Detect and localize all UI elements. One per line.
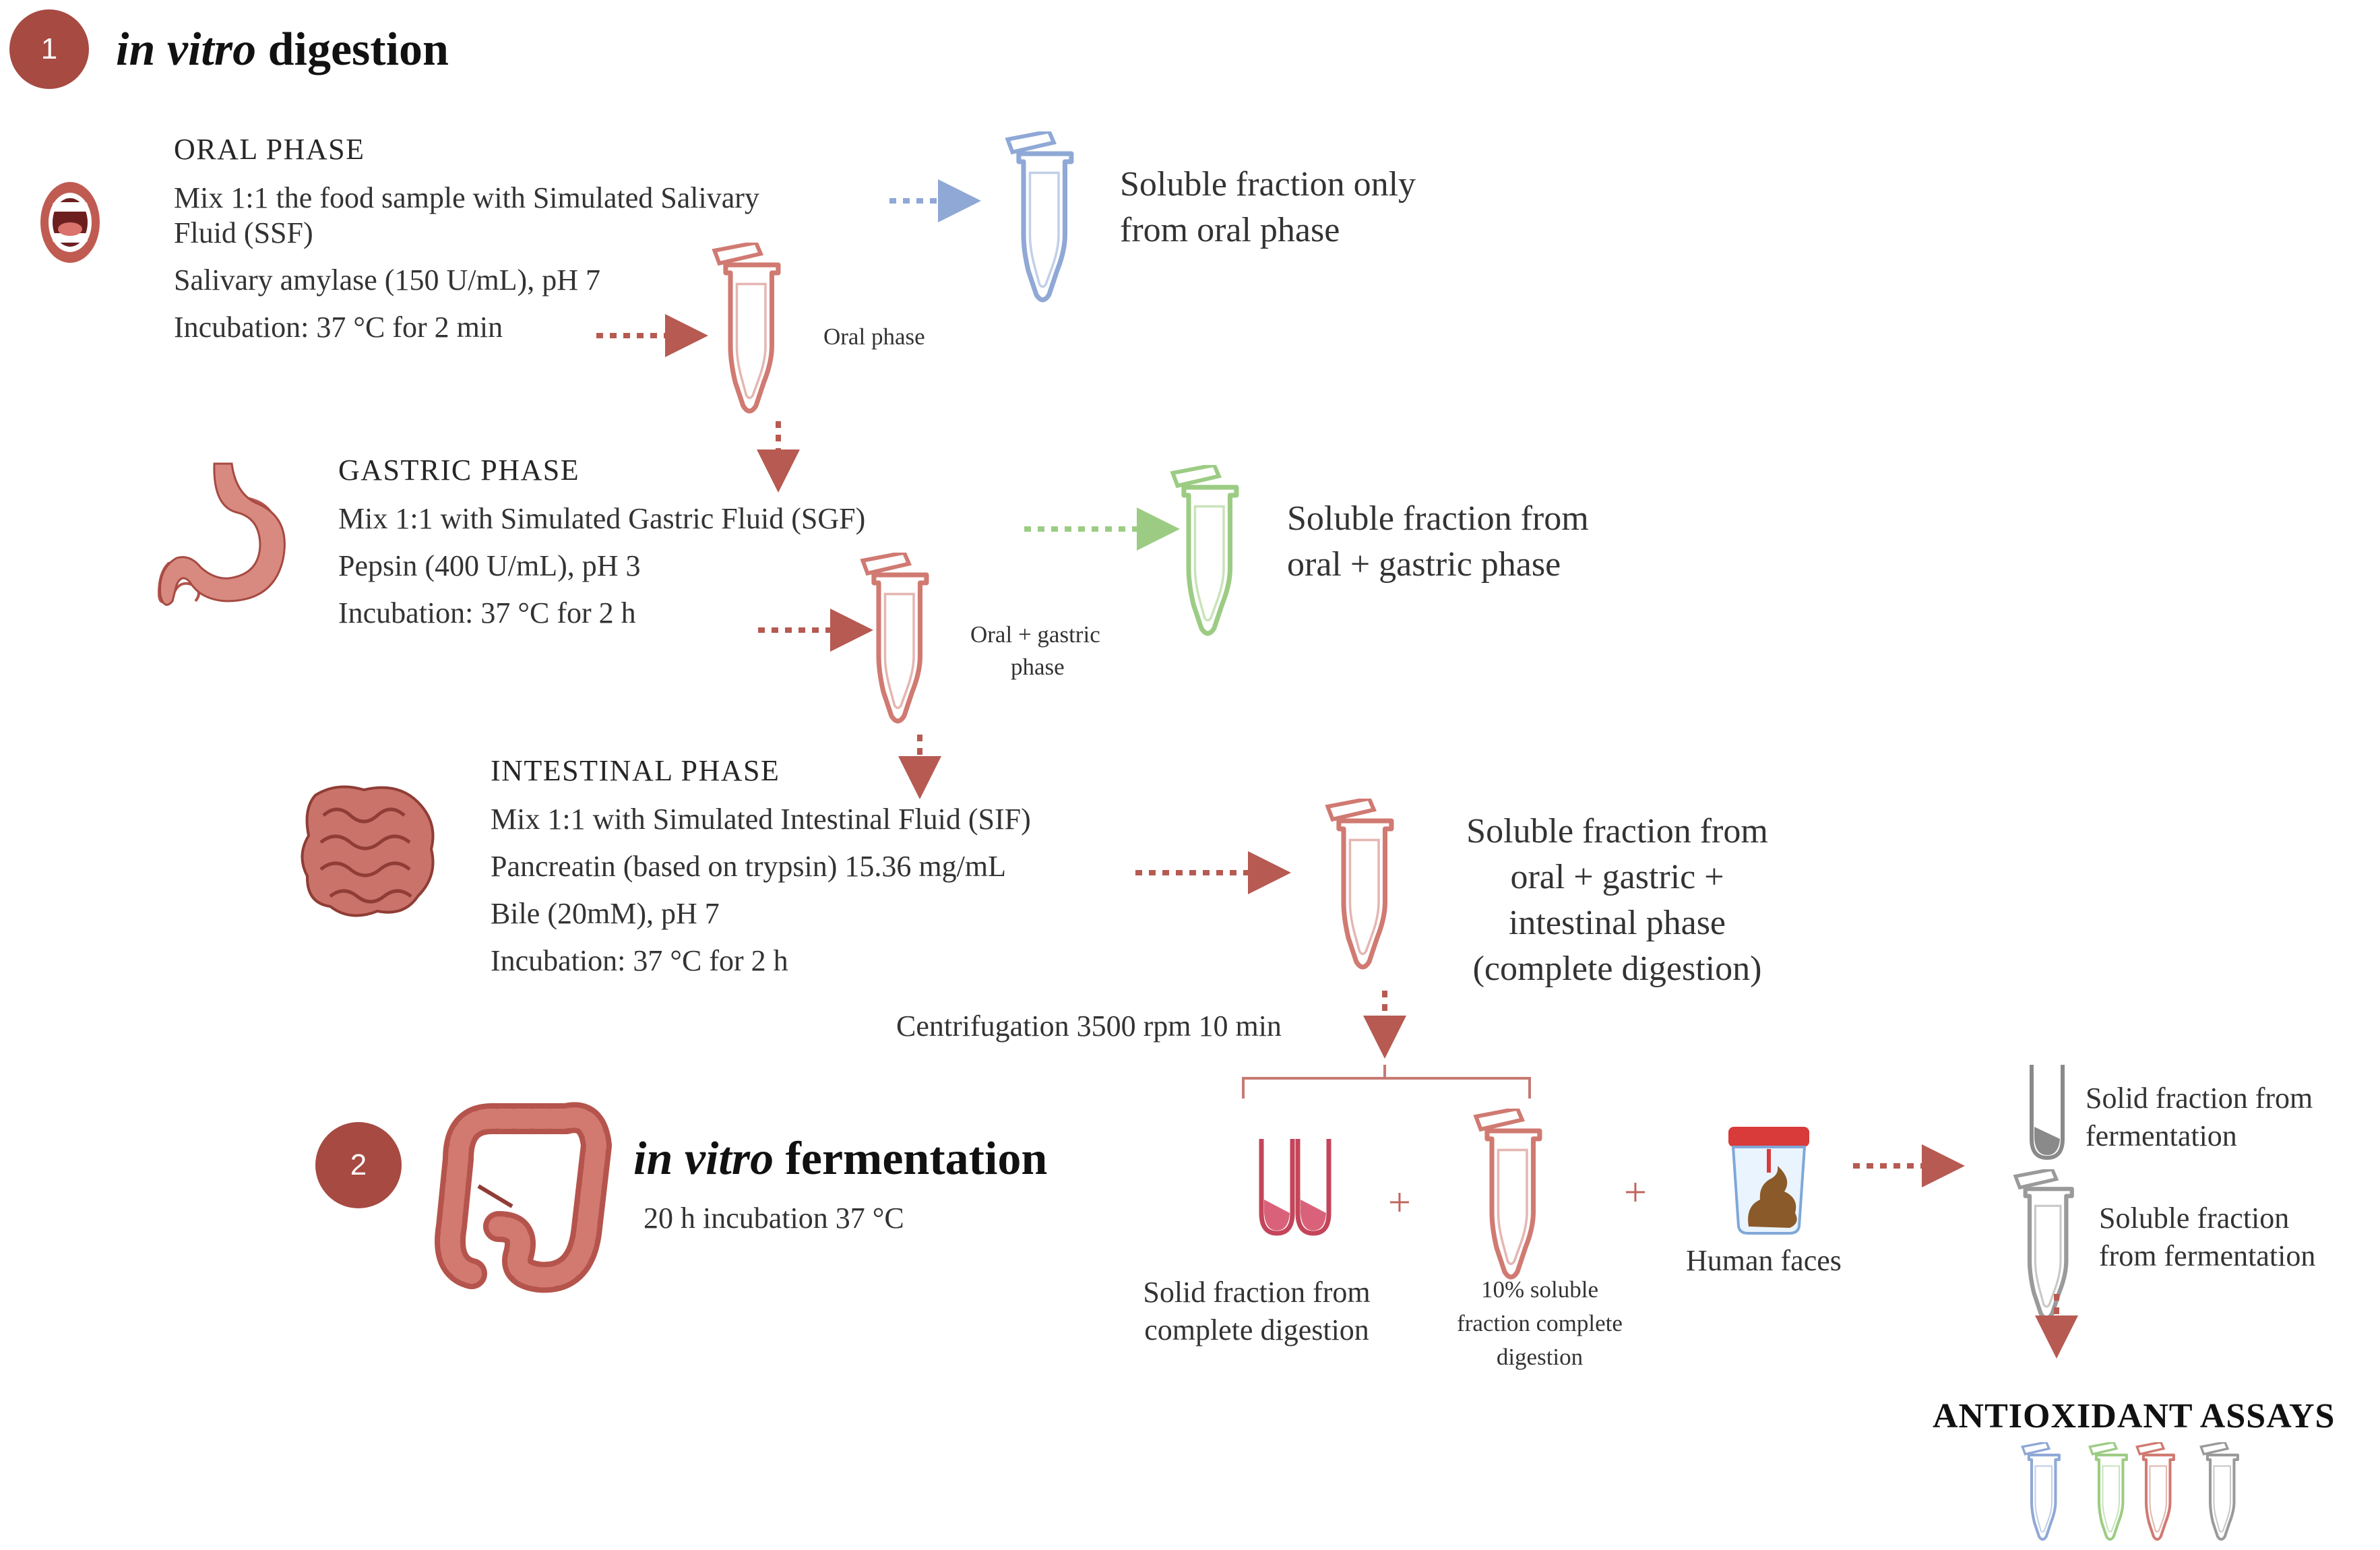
oral-heading: ORAL PHASE: [174, 133, 365, 166]
intestinal-soluble-line-3: intestinal phase: [1508, 904, 1726, 942]
soluble-fermentation-line-1: Soluble fraction: [2099, 1202, 2290, 1235]
stomach-icon: [157, 462, 286, 606]
plus-sign-1: +: [1388, 1180, 1411, 1224]
faeces-jar-icon: [1728, 1127, 1809, 1235]
solid-fermentation-line-1: Solid fraction from: [2086, 1082, 2313, 1115]
step-1-number: 1: [40, 32, 58, 65]
gastric-heading: GASTRIC PHASE: [338, 454, 580, 487]
intestinal-line-3: Bile (20mM), pH 7: [491, 897, 720, 930]
gastric-tube-label-2: phase: [1011, 654, 1065, 680]
tube-icon-assay-red: [2137, 1442, 2174, 1539]
gastric-line-1: Mix 1:1 with Simulated Gastric Fluid (SG…: [338, 502, 866, 535]
step-1-title: in vitro digestion: [116, 23, 449, 77]
solid-fraction-label-1: Solid fraction from: [1143, 1276, 1371, 1309]
step-1-title-rest: digestion: [256, 24, 449, 75]
bracket: [1242, 1065, 1531, 1098]
intestinal-soluble-line-1: Soluble fraction from: [1466, 812, 1768, 850]
oral-line-3: Salivary amylase (150 U/mL), pH 7: [174, 264, 600, 297]
gastric-line-3: Incubation: 37 °C for 2 h: [338, 596, 636, 629]
soluble10-label-1: 10% soluble: [1480, 1276, 1598, 1303]
step-2-number: 2: [350, 1148, 367, 1181]
tube-icon-assay-grey: [2201, 1442, 2238, 1539]
step-2-badge: 2: [315, 1122, 402, 1208]
oral-tube-label: Oral phase: [823, 323, 925, 350]
tube-icon-assay-green: [2090, 1442, 2127, 1539]
solid-fermentation-line-2: fermentation: [2086, 1119, 2237, 1152]
oral-soluble-line-2: from oral phase: [1120, 211, 1340, 249]
oral-line-4: Incubation: 37 °C for 2 min: [174, 311, 503, 344]
step-2-title-italic: in vitro: [633, 1133, 774, 1185]
gastric-soluble-line-2: oral + gastric phase: [1287, 545, 1561, 584]
tube-icon-gastric-phase: [863, 553, 927, 721]
antioxidant-assays-title: ANTIOXIDANT ASSAYS: [1933, 1397, 2336, 1435]
intestinal-soluble-line-2: oral + gastric +: [1510, 858, 1724, 896]
tube-icon-intestinal-phase: [1327, 799, 1391, 967]
intestinal-line-2: Pancreatin (based on trypsin) 15.36 mg/m…: [491, 850, 1006, 883]
intestinal-soluble-line-4: (complete digestion): [1472, 950, 1762, 988]
large-intestine-icon: [435, 1102, 612, 1293]
intestinal-line-4: Incubation: 37 °C for 2 h: [491, 944, 788, 977]
oral-line-1: Mix 1:1 the food sample with Simulated S…: [174, 181, 759, 214]
intestinal-heading: INTESTINAL PHASE: [491, 754, 780, 787]
solid-fraction-label-2: complete digestion: [1144, 1313, 1369, 1346]
tube-icon-oral-soluble: [1007, 131, 1071, 300]
tube-icon-gastric-soluble: [1172, 465, 1236, 633]
soluble10-label-3: digestion: [1496, 1344, 1584, 1370]
intestinal-line-1: Mix 1:1 with Simulated Intestinal Fluid …: [491, 803, 1031, 836]
centrifugation-label: Centrifugation 3500 rpm 10 min: [896, 1010, 1282, 1043]
oral-line-2: Fluid (SSF): [174, 216, 313, 249]
tube-icon-soluble-fermentation: [2015, 1169, 2072, 1318]
tube-icon-oral-phase: [714, 243, 778, 411]
soluble10-label-2: fraction complete: [1457, 1310, 1623, 1336]
tube-icon-assay-blue: [2022, 1442, 2059, 1539]
tube-icon-solid-fermentation: [2030, 1065, 2065, 1160]
plus-sign-2: +: [1624, 1170, 1647, 1214]
faeces-label: Human faces: [1686, 1244, 1842, 1277]
gastric-soluble-line-1: Soluble fraction from: [1287, 499, 1589, 538]
step-2-title: in vitro fermentation: [633, 1132, 1047, 1186]
step-2-subtitle: 20 h incubation 37 °C: [644, 1202, 904, 1235]
small-intestine-icon: [301, 785, 435, 917]
oral-soluble-line-1: Soluble fraction only: [1120, 165, 1416, 204]
gastric-line-2: Pepsin (400 U/mL), pH 3: [338, 549, 641, 582]
flow-arrows: [596, 179, 2078, 1359]
mouth-icon: [40, 182, 100, 263]
tube-icon-soluble-10pct: [1476, 1109, 1540, 1277]
step-2-title-rest: fermentation: [774, 1133, 1048, 1185]
soluble-fermentation-line-2: from fermentation: [2099, 1239, 2316, 1272]
gastric-tube-label-1: Oral + gastric: [970, 621, 1100, 648]
step-1-title-italic: in vitro: [116, 24, 257, 75]
tube-icon-solid-fraction: [1259, 1139, 1332, 1236]
step-1-badge: 1: [9, 9, 89, 89]
